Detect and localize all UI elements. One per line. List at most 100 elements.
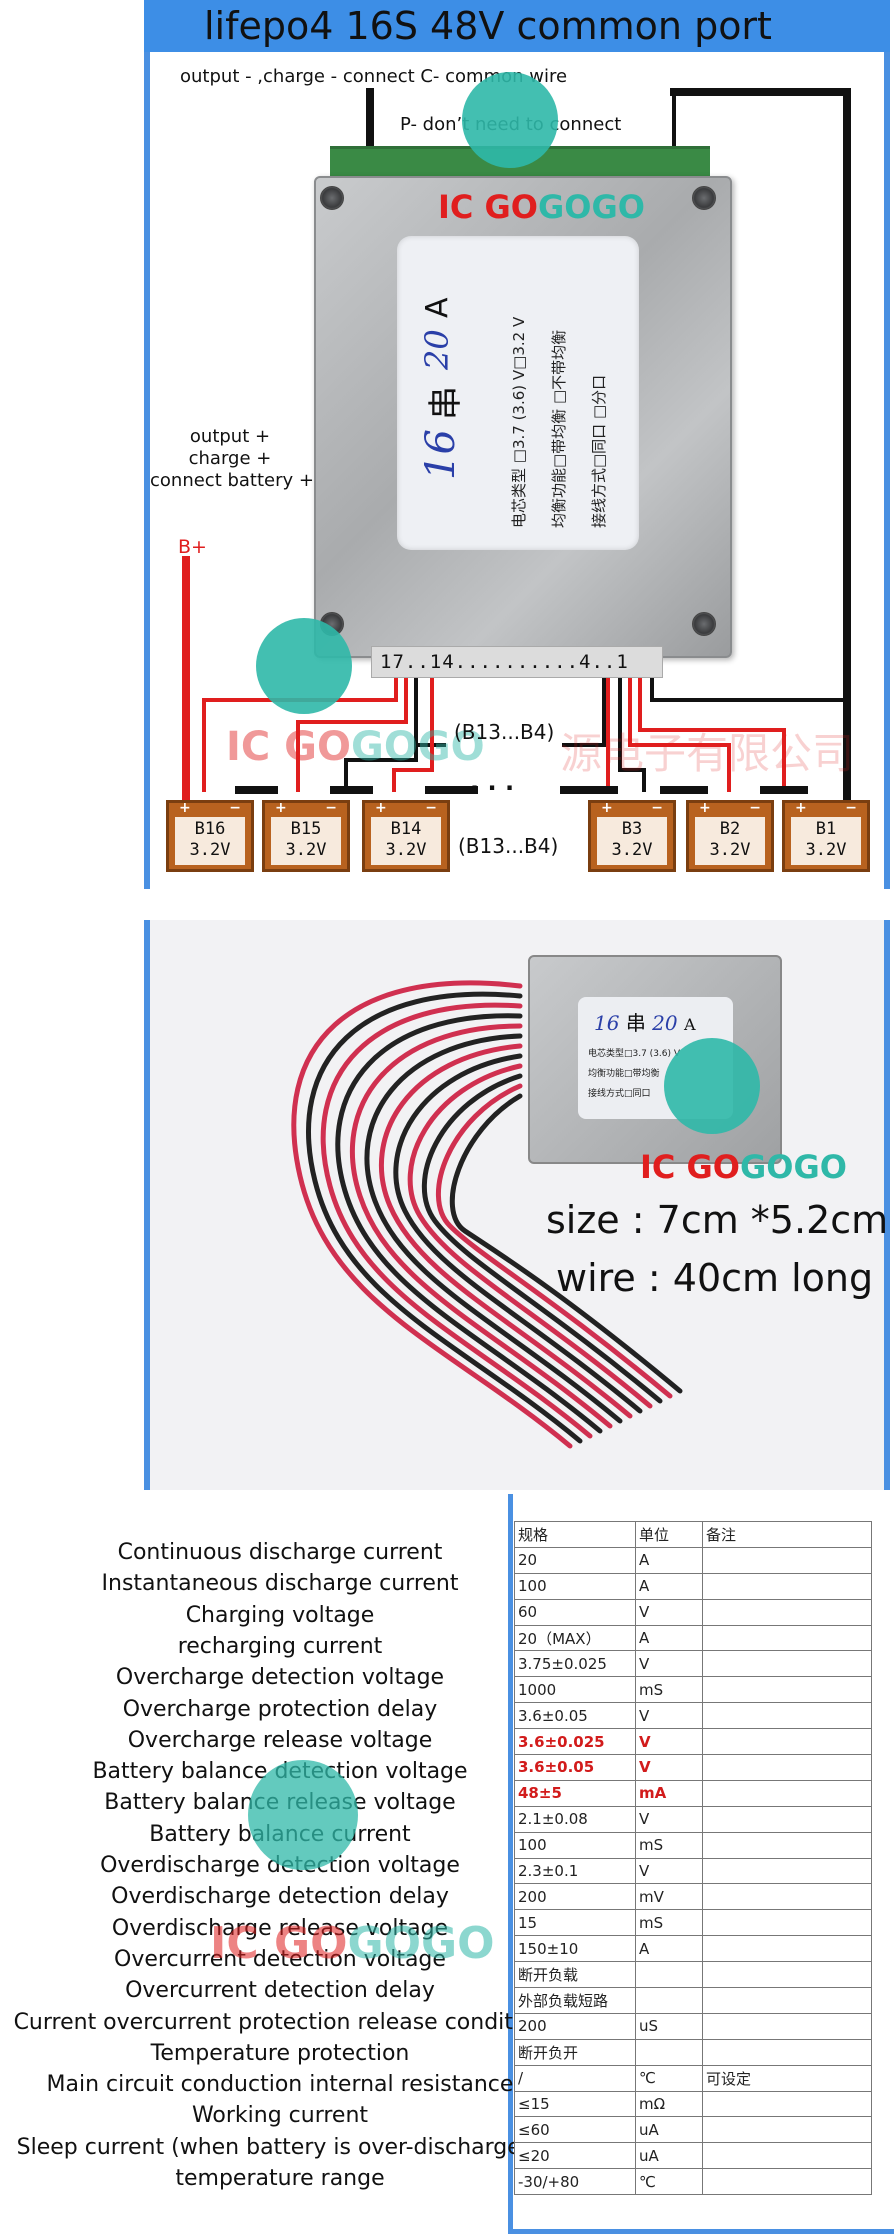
cell-note [702,1779,872,1807]
photo-sticker-line1: 电芯类型□3.7 (3.6) V [588,1049,681,1059]
cell-unit: mA [635,1779,703,1807]
cell-note [702,1546,872,1574]
cell-unit: uA [635,2116,703,2144]
cell-unit: A [635,1935,703,1963]
cell-value: 100 [514,1572,636,1600]
spec-label: Overcurrent detection delay [125,1978,435,2004]
screw-icon [692,186,716,210]
label-b-plus: B+ [178,536,207,558]
cell-unit: mS [635,1831,703,1859]
cell-value: 100 [514,1831,636,1859]
spec-label: Overcharge protection delay [122,1696,438,1722]
cell-unit: V [635,1702,703,1730]
cell-value: 外部负载短路 [514,1987,636,2014]
table-row: 断开负开 [514,2038,872,2066]
photo-sticker-current: 20 [652,1011,678,1035]
cell-unit: V [635,1754,703,1781]
cell-unit [635,1987,703,2014]
label-output-minus: output - ,charge - connect C- common wir… [180,66,568,87]
cell-note [702,1805,872,1833]
watermark-teal: GOGO [351,724,485,770]
minus-icon: − [229,800,241,816]
sticker-line3: 接线方式□同口 □分口 [590,374,608,528]
photo-sticker-unit: A [683,1015,696,1034]
cell-note [702,1909,872,1937]
minus-icon: − [651,800,663,816]
cell-unit: uA [635,2142,703,2170]
wire-bundle-graphic [291,980,683,1449]
brand-red: IC GO [438,188,538,226]
cell-note [702,2142,872,2170]
photo-sticker-line3: 接线方式□同口 [588,1089,651,1099]
table-row: 20（MAX）A [514,1624,872,1652]
cell-value: ≤60 [514,2116,636,2144]
plus-icon: + [699,800,711,816]
cell-note [702,1728,872,1756]
spec-label: temperature range [175,2166,385,2191]
battery-voltage: 3.2V [709,840,751,860]
photo-sticker-lines: 电芯类型□3.7 (3.6) V 均衡功能□带均衡 接线方式□同口 [578,1036,733,1104]
photo-sticker-head: 16 串 20 A [578,997,733,1036]
spec-watermark-brand: IC GOGOGO [210,1918,495,1969]
cell-note [702,1883,872,1911]
plus-icon: + [795,800,807,816]
photo-sticker-line2: 均衡功能□带均衡 [588,1069,660,1079]
label-output-plus-3: connect battery + [150,470,314,491]
header-unit: 单位 [635,1521,703,1548]
cell-unit: mS [635,1676,703,1704]
plus-icon: + [601,800,613,816]
label-output-plus-2: charge + [188,448,272,469]
cell-note [702,2038,872,2066]
cell-unit: V [635,1728,703,1756]
cell-value: 150±10 [514,1935,636,1963]
cell-value: ≤15 [514,2090,636,2118]
spec-label: Current overcurrent protection release c… [13,2009,547,2035]
cell-note [702,1831,872,1859]
cell-unit: V [635,1598,703,1626]
spec-sticker [397,236,639,550]
cell-unit [635,1961,703,1989]
spec-label: Temperature protection [150,2040,410,2066]
spec-label: recharging current [177,1633,383,1659]
cell-value: 60 [514,1598,636,1626]
wire-length-text: wire : 40cm long [556,1256,874,1300]
spec-label: Charging voltage [185,1602,375,1628]
cell-note [702,1702,872,1730]
cell-value: 3.6±0.05 [514,1754,636,1781]
cell-value: 1000 [514,1676,636,1704]
battery-voltage: 3.2V [189,840,231,860]
battery-name: B3 [621,819,643,839]
photo-sticker-series: 16 [594,1011,620,1035]
battery-voltage: 3.2V [611,840,653,860]
watermark-brand: IC GOGOGO [226,724,485,770]
spec-label: Overcharge detection voltage [115,1665,445,1691]
cell-unit: mS [635,1909,703,1937]
cell-unit: ℃ [635,2064,703,2092]
cell-value: 200 [514,1883,636,1911]
spec-label: Main circuit conduction internal resista… [46,2072,514,2098]
screw-icon [692,612,716,636]
cell-value: 20 [514,1546,636,1574]
watermark-logo-icon [664,1038,760,1134]
cell-value: ≤20 [514,2142,636,2170]
spec-label: Working current [191,2103,369,2129]
spec-label: Instantaneous discharge current [101,1571,459,1597]
table-row: 外部负载短路 [514,1987,872,2014]
cell-unit: ℃ [635,2168,703,2196]
spec-label: Overdischarge detection delay [111,1884,449,1910]
cell-value: -30/+80 [514,2168,636,2196]
header-note: 备注 [702,1521,872,1548]
cell-value: 3.6±0.025 [514,1728,636,1756]
photo-brand-teal: GOGO [740,1148,847,1186]
